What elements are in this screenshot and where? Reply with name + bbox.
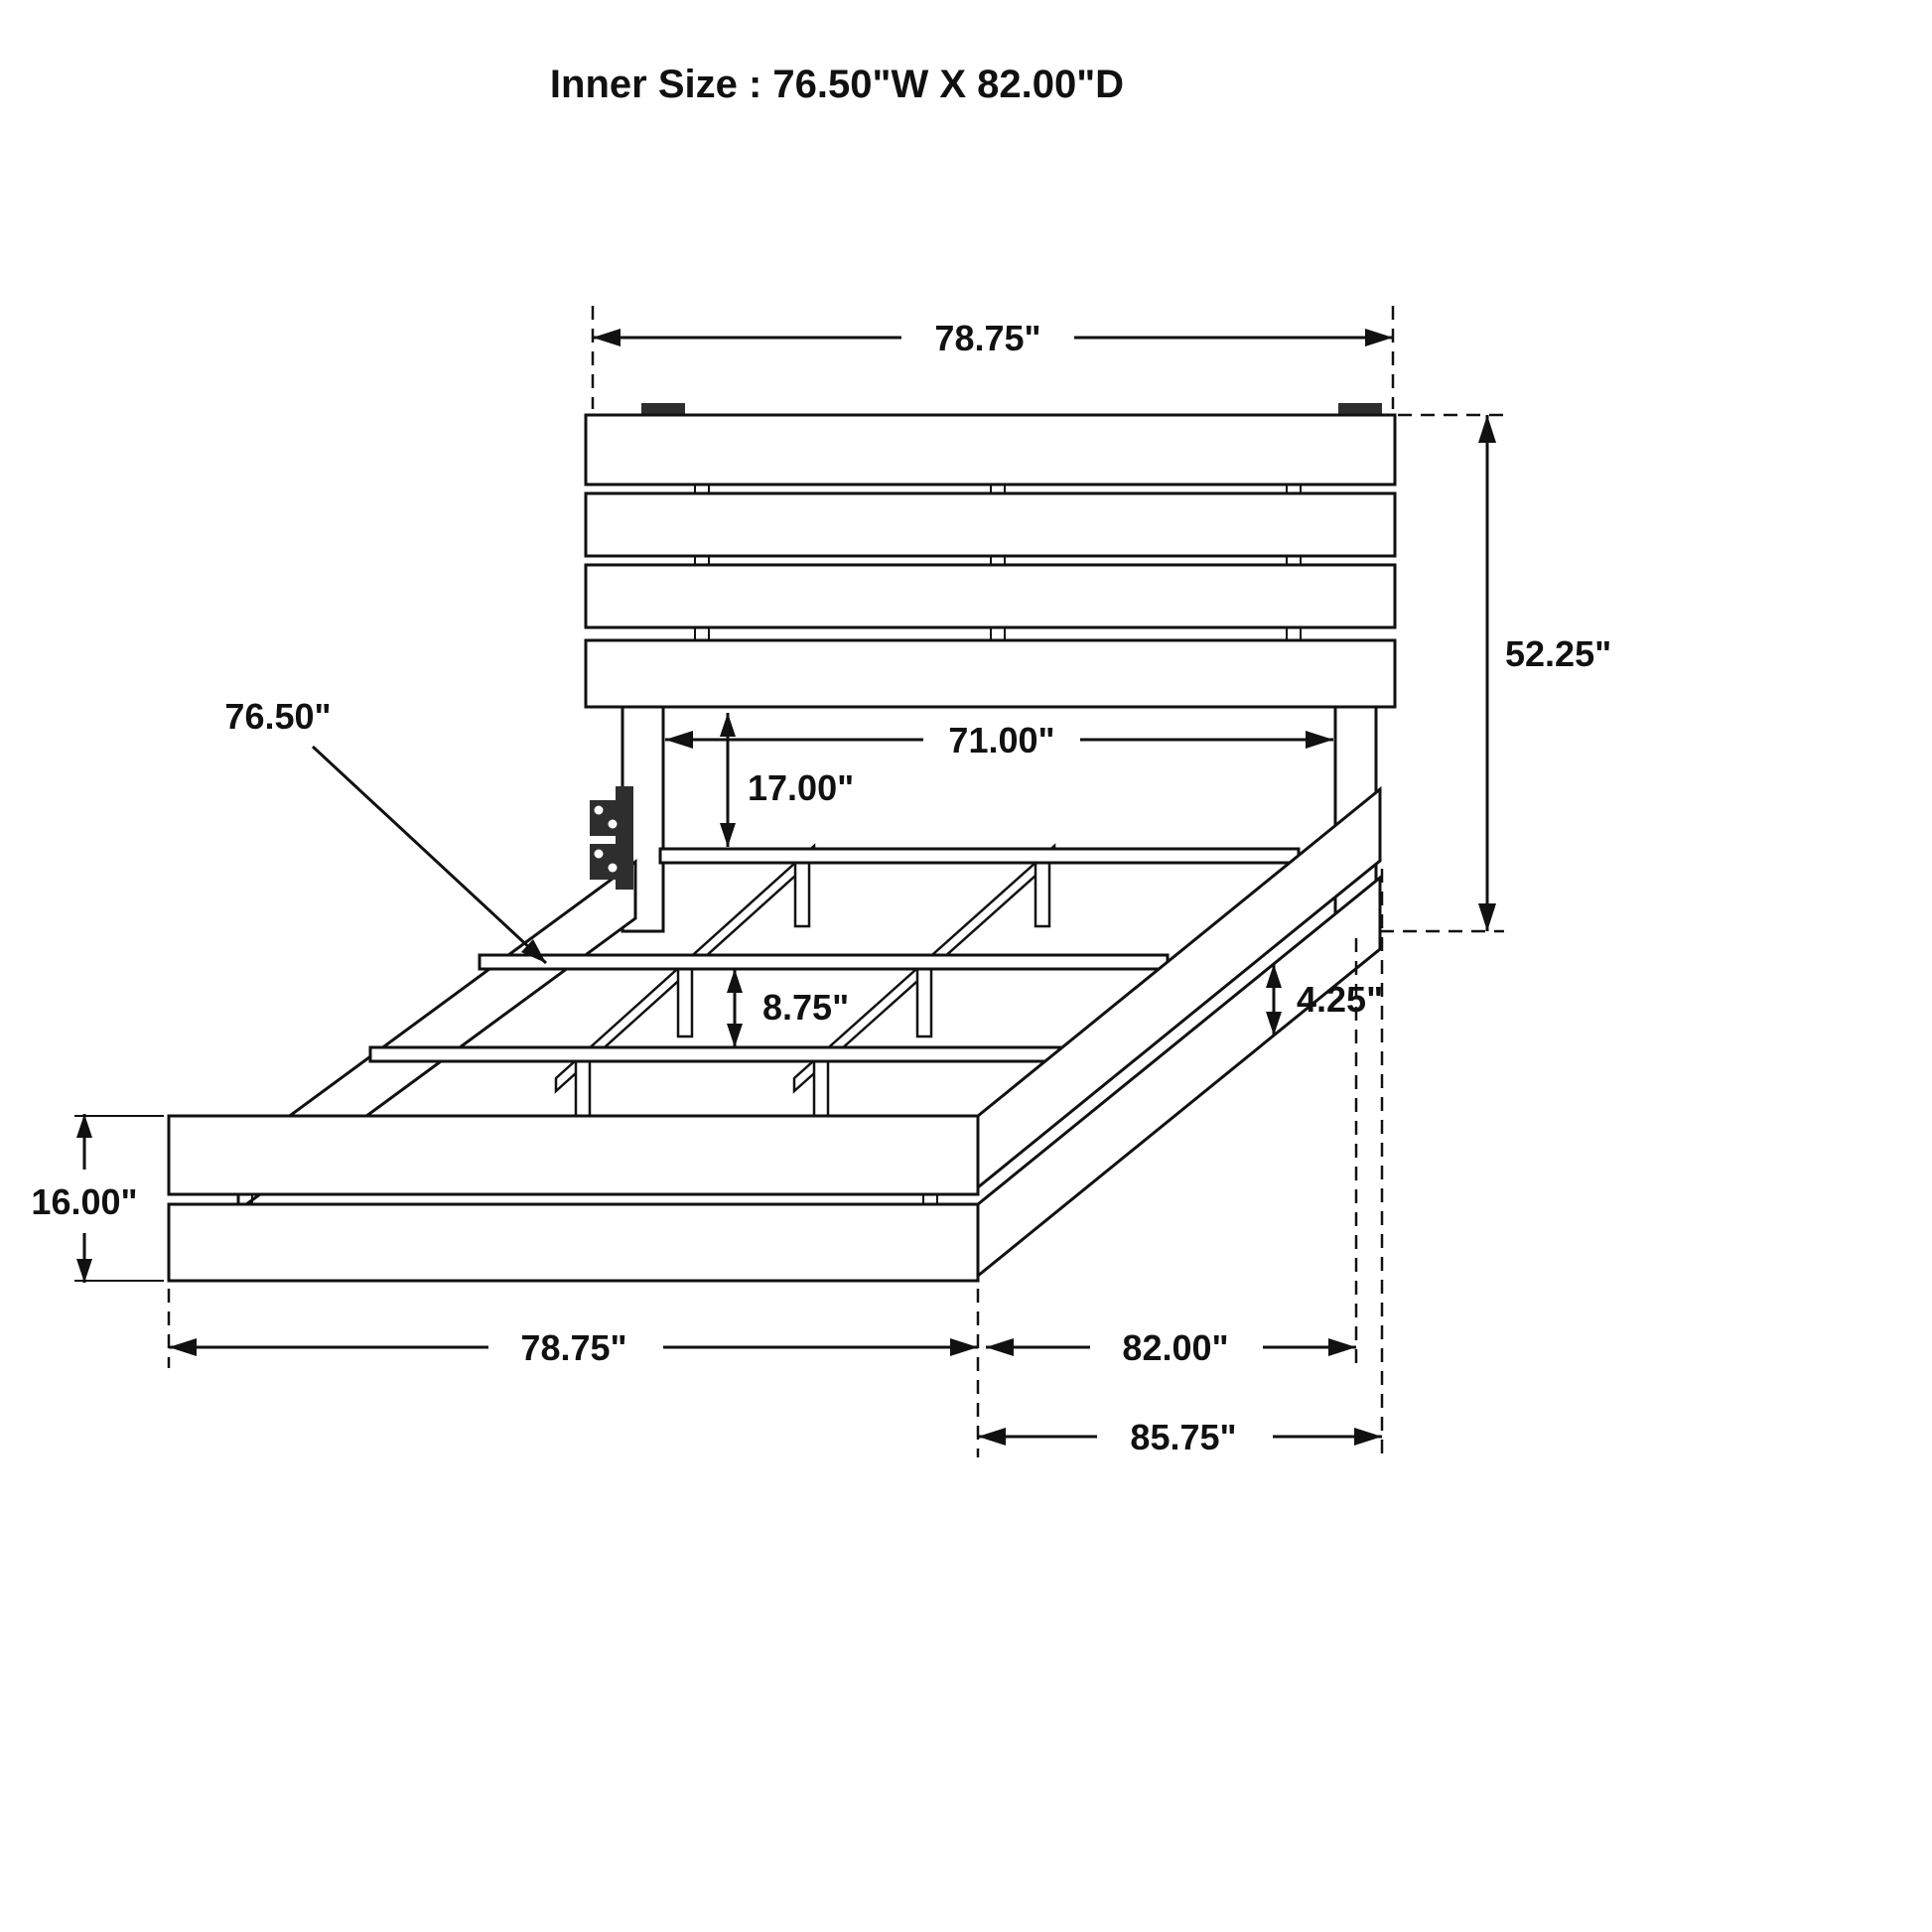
support-leg <box>676 967 694 1038</box>
dim-headboard-width: 78.75" <box>593 318 1393 358</box>
slat-bar-middle <box>478 953 1170 971</box>
arrowhead-down <box>1266 1012 1282 1035</box>
bracket-plate <box>590 844 620 880</box>
dim-footboard-width: 78.75" <box>169 1327 978 1368</box>
dim-inner-width: 71.00" <box>665 720 1333 760</box>
footboard-gap-ticks <box>237 1194 938 1204</box>
headboard-top-bracket-left <box>641 403 685 415</box>
headboard-plank-3 <box>584 563 1397 629</box>
bracket-plate <box>590 800 620 836</box>
bracket-hole <box>608 819 618 829</box>
arrowhead-up <box>727 969 743 993</box>
arrowhead-right <box>1306 731 1333 749</box>
arrowhead-down <box>1478 903 1496 931</box>
dim-overall-depth: 85.75" <box>978 1417 1382 1457</box>
dim-label-footboard-width: 78.75" <box>520 1327 626 1368</box>
dim-slat-length: 76.50" <box>224 696 548 965</box>
arrowhead-down <box>720 823 736 847</box>
arrowhead-up <box>1478 415 1496 443</box>
headboard-plank-4 <box>584 638 1397 709</box>
dim-label-base-rail-height: 4.25" <box>1297 979 1383 1020</box>
slat-bar-front <box>368 1045 1094 1063</box>
arrowhead-down <box>76 1259 92 1283</box>
dim-label-headboard-clearance: 17.00" <box>748 767 854 808</box>
dim-label-slat-support-height: 8.75" <box>762 987 849 1028</box>
dim-label-inner-width: 71.00" <box>948 720 1054 760</box>
arrowhead-left <box>978 1428 1006 1446</box>
arrowhead-left <box>665 731 693 749</box>
arrowhead-right <box>950 1338 978 1356</box>
bracket-hole <box>594 805 604 815</box>
dim-inner-depth: 82.00" <box>986 1327 1356 1368</box>
footboard <box>167 1114 980 1283</box>
footboard-plank-bottom <box>167 1202 980 1283</box>
headboard-plank-2 <box>584 491 1397 558</box>
bracket-hole <box>594 849 604 859</box>
leader-arrowhead <box>521 939 546 963</box>
dim-headboard-clearance: 17.00" <box>720 713 854 847</box>
bracket-strip <box>616 786 633 890</box>
arrowhead-left <box>986 1338 1014 1356</box>
support-leg <box>1034 861 1051 928</box>
headboard-top-bracket-right <box>1338 403 1382 415</box>
arrowhead-right <box>1365 329 1393 346</box>
slat-support-frame <box>368 843 1301 1128</box>
dim-slat-support-height: 8.75" <box>727 969 849 1047</box>
dim-label-slat-length: 76.50" <box>224 696 331 737</box>
support-leg <box>793 861 811 928</box>
dim-label-headboard-height: 52.25" <box>1505 633 1611 674</box>
headboard <box>584 403 1397 933</box>
extension-lines-dashed <box>167 306 1504 1457</box>
dim-label-overall-depth: 85.75" <box>1130 1417 1236 1457</box>
footboard-plank-top <box>167 1114 980 1196</box>
dimension-annotations: 78.75" 52.25" 71.00" 17.00" 76.50" <box>31 306 1611 1457</box>
arrowhead-left <box>593 329 621 346</box>
arrowhead-down <box>727 1024 743 1047</box>
headboard-plank-1 <box>584 413 1397 486</box>
rail-bracket-hardware <box>590 786 633 890</box>
slat-bar-back <box>658 847 1301 865</box>
headboard-gap-ticks <box>694 484 1302 640</box>
leader-line <box>311 745 548 965</box>
dim-footboard-height: 16.00" <box>31 1114 138 1283</box>
arrowhead-up <box>76 1114 92 1138</box>
arrowhead-left <box>169 1338 197 1356</box>
arrowhead-up <box>720 713 736 737</box>
dim-label-inner-depth: 82.00" <box>1122 1327 1228 1368</box>
diagram-title: Inner Size : 76.50"W X 82.00"D <box>550 63 1124 106</box>
bracket-hole <box>608 863 618 873</box>
dim-label-headboard-width: 78.75" <box>934 318 1040 358</box>
dim-label-footboard-height: 16.00" <box>31 1181 137 1222</box>
support-leg <box>915 967 933 1038</box>
extension-lines-solid <box>74 1115 164 1282</box>
dim-headboard-height: 52.25" <box>1478 415 1611 931</box>
dim-base-rail-height: 4.25" <box>1266 964 1383 1035</box>
arrowhead-up <box>1266 964 1282 988</box>
arrowhead-right <box>1328 1338 1356 1356</box>
arrowhead-right <box>1354 1428 1382 1446</box>
